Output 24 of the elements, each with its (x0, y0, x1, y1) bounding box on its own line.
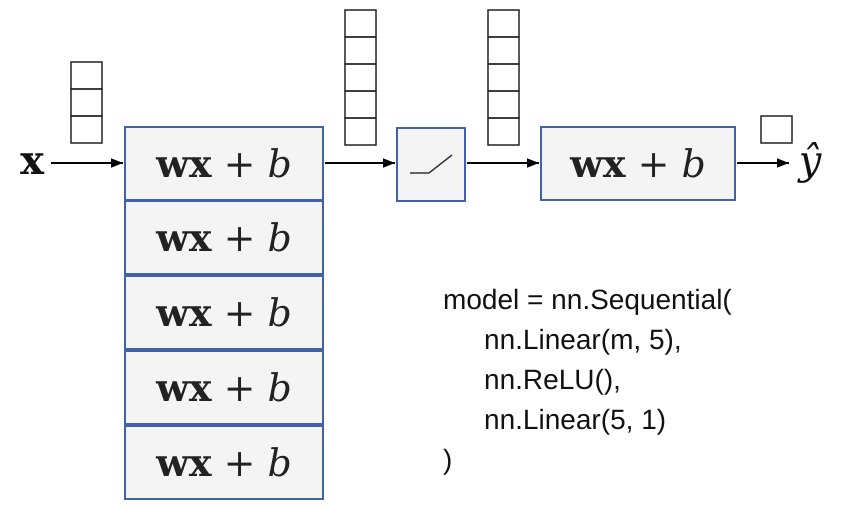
code-line: nn.ReLU(), (484, 364, 621, 396)
layer-box (540, 126, 736, 201)
arrow (737, 158, 789, 168)
layer-box (124, 425, 324, 500)
code-line: ) (443, 444, 452, 476)
arrow (51, 158, 123, 168)
formula-text: wx + b (570, 141, 706, 186)
layer-box (124, 126, 324, 201)
formula-text: wx + b (156, 141, 292, 186)
layer-box (124, 200, 324, 275)
formula-text: wx + b (156, 290, 292, 335)
formula-text: wx + b (156, 440, 292, 485)
arrow (325, 158, 395, 168)
layer-box (124, 350, 324, 425)
formula-text: wx + b (156, 365, 292, 410)
layer-box (124, 275, 324, 350)
code-line: nn.Linear(m, 5), (484, 324, 682, 356)
arrow (467, 158, 539, 168)
math-symbol-text: ŷ (798, 138, 822, 184)
code-line: nn.Linear(5, 1) (484, 404, 666, 436)
relu-box (396, 127, 466, 202)
formula-text: wx + b (156, 215, 292, 260)
code-line: model = nn.Sequential( (443, 284, 732, 316)
math-symbol-text: x (20, 136, 44, 184)
